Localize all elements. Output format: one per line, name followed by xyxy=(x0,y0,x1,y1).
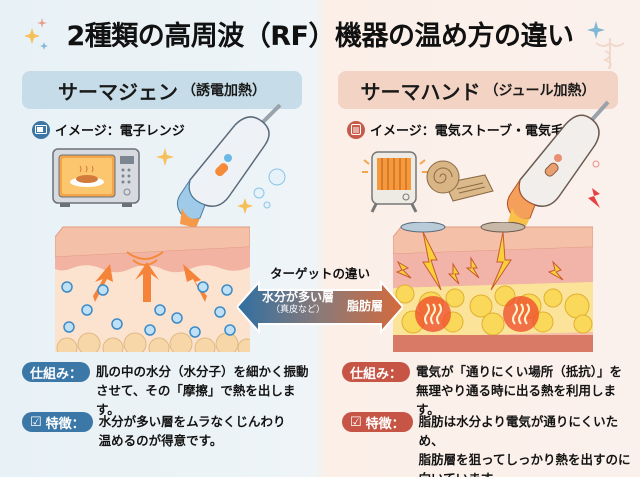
sparkle-and-bubbles xyxy=(156,148,253,214)
desc-line: 肌の中の水分（水分子）を細かく振動 xyxy=(96,364,309,379)
desc-line: 温めるのが得意です。 xyxy=(98,433,223,448)
desc-line: 脂肪は水分より電気が通りにくいため、 xyxy=(418,414,619,448)
heater-illustration xyxy=(362,151,428,213)
right-mechanism: 仕組み： 電気が「通りにくい場所（抵抗）」を 無理やり通る時に出る熱を利用します… xyxy=(342,362,637,419)
feature-badge: ☑特徴： xyxy=(22,412,93,432)
heating-type: （誘電加熱） xyxy=(182,83,266,99)
fat-layer-label: 脂肪層 xyxy=(346,299,383,313)
page-title: 2種類の高周波（RF）機器の温め方の違い xyxy=(66,21,574,52)
mechanism-badge: 仕組み： xyxy=(22,362,91,382)
microwave-illustration xyxy=(52,148,140,207)
microwave-icon xyxy=(32,120,50,139)
checkbox-icon: ☑ xyxy=(350,414,362,430)
image-label-text: イメージ：電子レンジ xyxy=(55,124,185,139)
dermis-cross-section xyxy=(55,226,250,352)
feature-label: 特徴： xyxy=(45,416,85,432)
double-arrow xyxy=(237,279,403,335)
heating-type: （ジュール加熱） xyxy=(484,83,596,99)
water-layer-text: 水分が多い層 xyxy=(261,290,334,304)
desc-line: 向いています。 xyxy=(419,469,637,477)
desc-line: させて、その「摩擦」で熱を出します。 xyxy=(96,383,296,417)
desc-line: 水分が多い層をムラなくじんわり xyxy=(98,414,286,429)
mechanism-badge: 仕組み： xyxy=(342,362,411,382)
left-mechanism: 仕組み： 肌の中の水分（水分子）を細かく振動 させて、その「摩擦」で熱を出します… xyxy=(22,362,312,419)
right-image-label: イメージ：電気ストーブ・電気毛布 xyxy=(347,120,577,139)
water-layer-sub: （真皮など） xyxy=(270,304,325,315)
water-layer-label: 水分が多い層 （真皮など） xyxy=(257,290,339,315)
electric-blanket-illustration xyxy=(426,160,494,202)
sparkle-icon xyxy=(587,21,605,39)
desc-line: 無理やり通る時に出る熱を利用します。 xyxy=(416,383,617,417)
sparkle-icons xyxy=(24,18,48,50)
thermagen-header: サーマジェン （誘電加熱） xyxy=(22,71,302,109)
image-label-text: イメージ：電気ストーブ・電気毛布 xyxy=(370,124,577,139)
right-feature: ☑特徴： 脂肪は水分より電気が通りにくいため、 脂肪層を狙ってしっかり熱を出すの… xyxy=(342,412,637,477)
target-difference-label: ターゲットの違い xyxy=(269,266,370,281)
left-image-label: イメージ：電子レンジ xyxy=(32,120,185,139)
fat-layer-cross-section xyxy=(393,222,593,352)
feature-badge: ☑特徴： xyxy=(342,412,413,432)
desc-line: 脂肪層を狙ってしっかり熱を出すのに xyxy=(418,452,631,467)
device-name: サーマハンド xyxy=(360,79,481,104)
thermahand-header: サーマハンド （ジュール加熱） xyxy=(338,71,618,109)
bubbles-icon xyxy=(253,168,286,209)
lightning-icon xyxy=(588,160,600,208)
device-name: サーマジェン xyxy=(58,79,178,104)
thermahand-device xyxy=(506,100,610,226)
left-feature: ☑特徴： 水分が多い層をムラなくじんわり 温めるのが得意です。 xyxy=(22,412,312,450)
caduceus-icon xyxy=(595,38,625,69)
heater-icon xyxy=(347,120,365,139)
thermagen-device xyxy=(176,103,282,228)
checkbox-icon: ☑ xyxy=(30,414,42,430)
desc-line: 電気が「通りにくい場所（抵抗）」を xyxy=(416,364,623,379)
feature-label: 特徴： xyxy=(365,416,405,432)
